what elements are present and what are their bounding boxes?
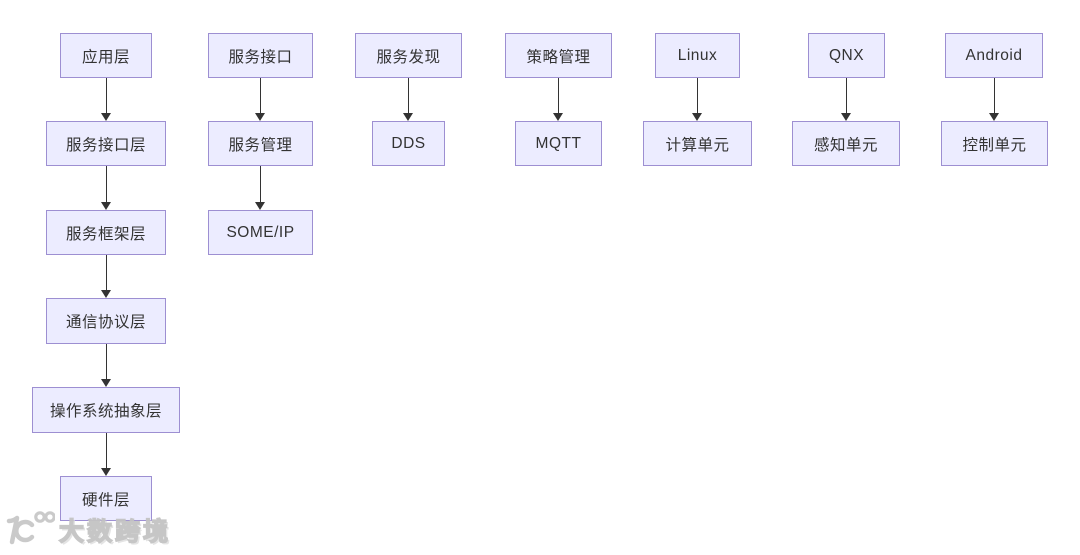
node-service-management: 服务管理 (208, 121, 313, 166)
node-os-abstraction-layer: 操作系统抽象层 (32, 387, 180, 433)
watermark: 大数跨境 (3, 508, 171, 546)
arrow-down (101, 78, 111, 121)
arrow-down (403, 78, 413, 121)
node-perception-unit: 感知单元 (792, 121, 900, 166)
arrow-down (841, 78, 851, 121)
node-linux: Linux (655, 33, 740, 78)
arrow-down (101, 255, 111, 298)
node-application-layer: 应用层 (60, 33, 152, 78)
arrow-down (101, 433, 111, 476)
arrow-down (989, 78, 999, 121)
arrow-down (255, 166, 265, 210)
arrow-down (101, 344, 111, 387)
node-service-framework-layer: 服务框架层 (46, 210, 166, 255)
arrow-down (553, 78, 563, 121)
node-service-interface: 服务接口 (208, 33, 313, 78)
node-compute-unit: 计算单元 (643, 121, 752, 166)
node-policy-management: 策略管理 (505, 33, 612, 78)
watermark-text: 大数跨境 (58, 517, 172, 546)
node-someip: SOME/IP (208, 210, 313, 255)
node-qnx: QNX (808, 33, 885, 78)
node-communication-protocol-layer: 通信协议层 (46, 298, 166, 344)
node-mqtt: MQTT (515, 121, 602, 166)
arrow-down (692, 78, 702, 121)
brand-logo-icon (6, 511, 55, 545)
node-android: Android (945, 33, 1043, 78)
arrow-down (101, 166, 111, 210)
arrow-down (255, 78, 265, 121)
node-control-unit: 控制单元 (941, 121, 1048, 166)
node-service-interface-layer: 服务接口层 (46, 121, 166, 166)
node-dds: DDS (372, 121, 445, 166)
node-hardware-layer: 硬件层 (60, 476, 152, 521)
node-service-discovery: 服务发现 (355, 33, 462, 78)
